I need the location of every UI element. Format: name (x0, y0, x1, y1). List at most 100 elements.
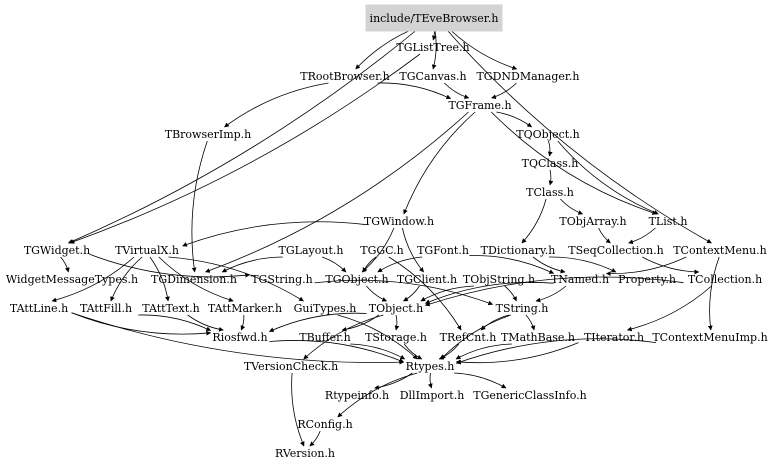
node-label: TQClass.h (522, 157, 579, 170)
edge-tdictionary-to-property (549, 256, 617, 273)
edge-tevebrowser-to-tgwidget (67, 24, 423, 244)
edge-tevebrowser-to-tcontextmenu (442, 24, 712, 244)
node-trootbrowser[interactable]: TRootBrowser.h (300, 70, 389, 83)
node-tgobject[interactable]: TGObject.h (325, 273, 388, 286)
edge-trootbrowser-to-tgframe (377, 82, 452, 100)
node-label: Rtypes.h (406, 360, 455, 373)
node-rtypeinfo[interactable]: Rtypeinfo.h (325, 389, 389, 402)
node-label: include/TEveBrowser.h (370, 12, 499, 25)
node-label: RConfig.h (297, 418, 352, 431)
node-tgwindow[interactable]: TGWindow.h (364, 215, 434, 228)
root-node-box (365, 4, 503, 32)
node-riosfwd[interactable]: Riosfwd.h (212, 331, 267, 344)
node-tbuffer[interactable]: TBuffer.h (299, 331, 350, 344)
node-dllimport[interactable]: DllImport.h (400, 389, 465, 402)
node-tevebrowser[interactable]: include/TEveBrowser.h (365, 4, 503, 32)
edge-tvirtualx-to-guitypes (168, 256, 304, 302)
node-rtypes[interactable]: Rtypes.h (406, 360, 455, 373)
node-tgclient[interactable]: TGClient.h (397, 273, 457, 286)
edge-tgobject-to-tobject (366, 285, 388, 302)
edge-tqclass-to-tclass (548, 169, 554, 186)
node-tseqcollection[interactable]: TSeqCollection.h (568, 244, 663, 257)
node-tgdndmanager[interactable]: TGDNDManager.h (476, 70, 579, 83)
edge-tqobject-to-tqclass (547, 140, 553, 157)
node-tattmarker[interactable]: TAttMarker.h (208, 302, 282, 315)
edge-titerator-to-rtypes (455, 342, 579, 365)
edge-tglayout-to-tgobject (321, 256, 347, 273)
node-label: TClass.h (526, 186, 574, 199)
edge-tgframe-to-tgwindow (403, 111, 476, 215)
node-label: TGDNDManager.h (476, 70, 579, 83)
edge-tvirtualx-to-tatttext (149, 256, 170, 302)
node-tmathbase[interactable]: TMathBase.h (501, 331, 575, 344)
node-tgfont[interactable]: TGFont.h (417, 244, 469, 257)
edge-tversioncheck-to-rversion (291, 372, 305, 447)
node-label: TNamed.h (551, 273, 609, 286)
node-tggc[interactable]: TGGC.h (360, 244, 404, 257)
edge-tbrowserimp-to-tgdimension (191, 140, 208, 273)
edge-tgwindow-to-tvirtualx (182, 221, 367, 247)
edge-tobjstring-to-tobject (420, 285, 475, 302)
node-tgenericclassinfo[interactable]: TGenericClassInfo.h (473, 389, 586, 402)
node-widgetmessagetypes[interactable]: WidgetMessageTypes.h (6, 273, 138, 286)
edge-tcontextmenu-to-tcontextmenuimp (707, 256, 720, 331)
node-tattfill[interactable]: TAttFill.h (80, 302, 132, 315)
node-guitypes[interactable]: GuiTypes.h (294, 302, 357, 315)
node-tgframe[interactable]: TGFrame.h (448, 99, 511, 112)
node-tglisttree[interactable]: TGListTree.h (396, 41, 469, 54)
edge-tobject-to-tstorage (394, 314, 400, 331)
node-tgwidget[interactable]: TGWidget.h (24, 244, 90, 257)
node-tstring[interactable]: TString.h (496, 302, 549, 315)
node-label: TContextMenu.h (673, 244, 767, 257)
node-label: TObject.h (369, 302, 423, 315)
edge-tattline-to-rtypes (71, 312, 405, 365)
node-tcontextmenu[interactable]: TContextMenu.h (673, 244, 767, 257)
edge-rtypes-to-tgenericclassinfo (454, 372, 507, 389)
node-tversioncheck[interactable]: TVersionCheck.h (244, 360, 338, 373)
node-tstorage[interactable]: TStorage.h (365, 331, 427, 344)
node-property[interactable]: Property.h (618, 273, 676, 286)
node-tqobject[interactable]: TQObject.h (516, 128, 580, 141)
node-tobjarray[interactable]: TObjArray.h (559, 215, 626, 228)
node-label: TGListTree.h (396, 41, 469, 54)
node-label: TGWindow.h (364, 215, 434, 228)
node-label: TAttLine.h (10, 302, 68, 315)
node-tobject[interactable]: TObject.h (369, 302, 423, 315)
node-tclass[interactable]: TClass.h (526, 186, 574, 199)
node-label: TVirtualX.h (115, 244, 179, 257)
node-rconfig[interactable]: RConfig.h (297, 418, 352, 431)
node-tobjstring[interactable]: TObjString.h (463, 273, 535, 286)
edge-rtypes-to-dllimport (427, 372, 433, 389)
node-tglayout[interactable]: TGLayout.h (279, 244, 344, 257)
node-tgdimension[interactable]: TGDimension.h (151, 273, 237, 286)
node-tatttext[interactable]: TAttText.h (142, 302, 200, 315)
node-tlist[interactable]: TList.h (649, 215, 688, 228)
node-label: TGenericClassInfo.h (473, 389, 586, 402)
node-label: RVersion.h (275, 447, 335, 460)
node-label: TAttMarker.h (208, 302, 282, 315)
node-trefcnt[interactable]: TRefCnt.h (440, 331, 497, 344)
node-tqclass[interactable]: TQClass.h (522, 157, 579, 170)
edge-tcollection-to-titerator (626, 285, 712, 332)
edge-layer (51, 24, 720, 447)
node-tnamed[interactable]: TNamed.h (551, 273, 609, 286)
edge-tgwidget-to-widgetmessagetypes (60, 256, 70, 273)
edge-tgclient-to-tobject (403, 285, 420, 302)
edge-tatttext-to-riosfwd (187, 314, 224, 332)
node-tbrowserimp[interactable]: TBrowserImp.h (165, 128, 252, 141)
node-tcollection[interactable]: TCollection.h (688, 273, 762, 286)
edge-tnamed-to-tobject (424, 281, 554, 304)
node-titerator[interactable]: TIterator.h (584, 331, 644, 344)
node-label: TRootBrowser.h (300, 70, 389, 83)
edge-riosfwd-to-rtypes (269, 340, 405, 363)
edge-tobject-to-riosfwd (268, 312, 367, 332)
node-tattline[interactable]: TAttLine.h (10, 302, 68, 315)
node-tdictionary[interactable]: TDictionary.h (481, 244, 556, 257)
node-tgstring[interactable]: TGString.h (251, 273, 313, 286)
node-tcontextmenuimp[interactable]: TContextMenuImp.h (652, 331, 767, 344)
node-label: TContextMenuImp.h (652, 331, 767, 344)
node-rversion[interactable]: RVersion.h (275, 447, 335, 460)
node-tgcanvas[interactable]: TGCanvas.h (399, 70, 466, 83)
edge-tgframe-to-tgdimension (205, 111, 469, 273)
node-tvirtualx[interactable]: TVirtualX.h (115, 244, 179, 257)
